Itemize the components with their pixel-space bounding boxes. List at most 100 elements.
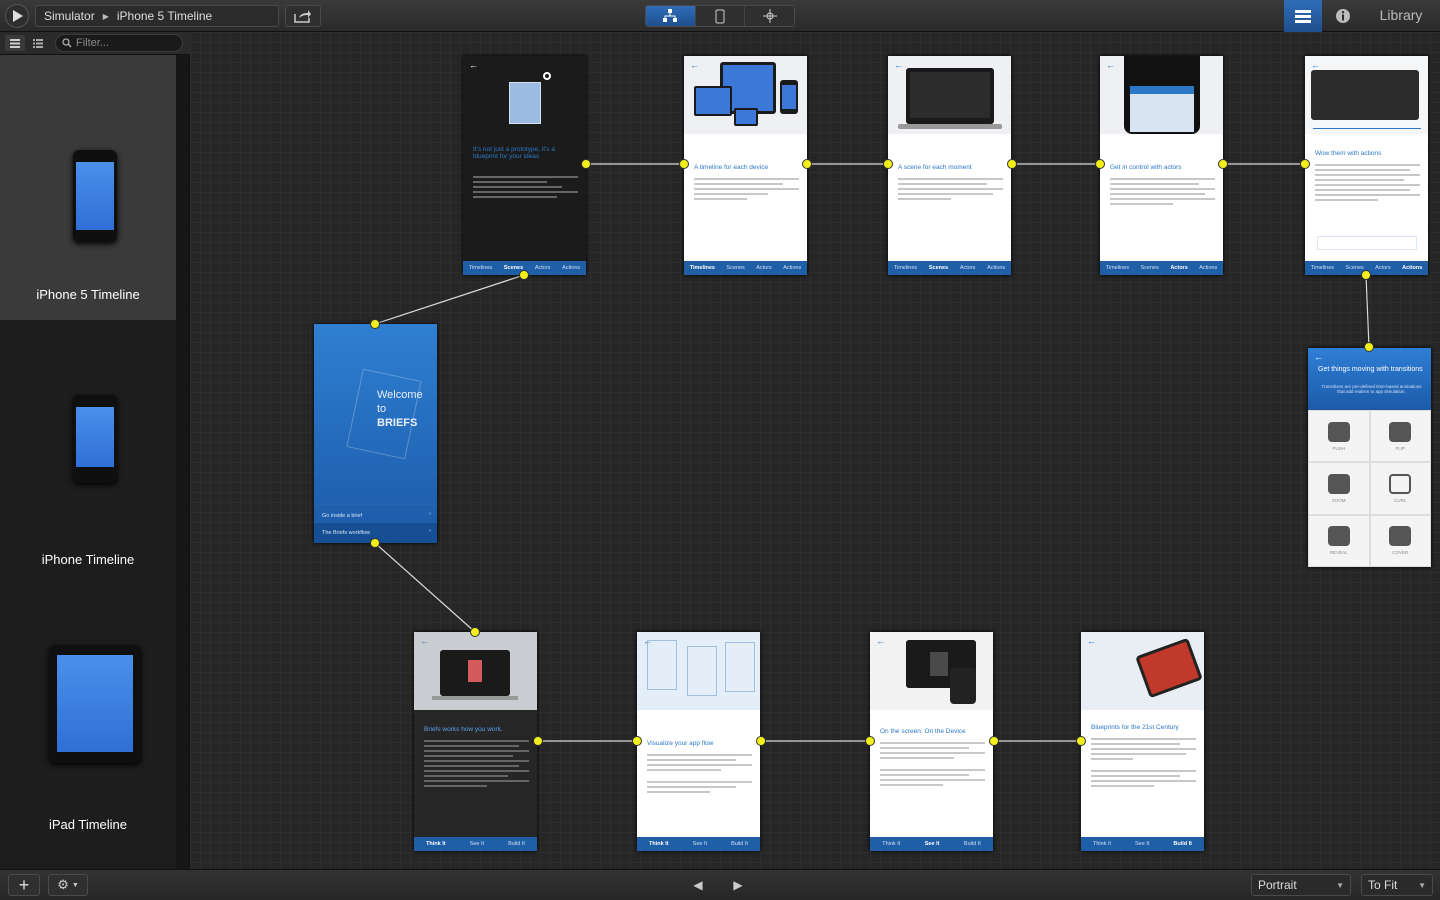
grid-view-button[interactable] xyxy=(5,35,25,51)
connection-handle[interactable] xyxy=(756,736,766,746)
inspector-button[interactable] xyxy=(1284,0,1322,32)
crosshair-icon xyxy=(762,9,777,23)
scene-visualize-flow[interactable]: ← Visualize your app flow Think It See I… xyxy=(637,632,760,851)
scene-blueprint[interactable]: ← It's not just a prototype, it's a blue… xyxy=(463,56,586,275)
tab-timelines: Timelines xyxy=(468,265,493,271)
transition-zoom[interactable]: ZOOM xyxy=(1308,462,1370,515)
scene-transitions[interactable]: ← Get things moving with transitions Tra… xyxy=(1308,348,1431,567)
back-arrow-icon: ← xyxy=(469,60,478,70)
tab-think-it: Think It xyxy=(649,841,669,847)
tab-actors: Actors xyxy=(756,265,772,271)
back-arrow-icon: ← xyxy=(643,636,652,646)
device-view-button[interactable] xyxy=(695,6,746,26)
connection-handle[interactable] xyxy=(533,736,543,746)
scene-on-the-device[interactable]: ← On the screen: On the Device Think It … xyxy=(870,632,993,851)
scene-blueprints-21st-century[interactable]: ← Blueprints for the 21st Century Think … xyxy=(1081,632,1204,851)
connection-handle[interactable] xyxy=(865,736,875,746)
transition-flip[interactable]: FLIP xyxy=(1369,410,1431,463)
tab-build-it: Build It xyxy=(508,841,525,847)
flow-view-button[interactable] xyxy=(646,6,696,26)
connection-handle[interactable] xyxy=(1095,159,1105,169)
connection-handle[interactable] xyxy=(802,159,812,169)
welcome-menu-item-2[interactable]: The Briefs workflow› xyxy=(314,523,437,543)
transitions-title: Get things moving with transitions xyxy=(1318,366,1423,373)
play-simulator-button[interactable] xyxy=(5,4,29,28)
transitions-header: ← Get things moving with transitions Tra… xyxy=(1308,348,1431,410)
scene-actors[interactable]: ← Get in control with actors Timelines S… xyxy=(1100,56,1223,275)
list-view-button[interactable] xyxy=(28,35,48,51)
connection-handle[interactable] xyxy=(1364,342,1374,352)
scene-each-moment[interactable]: ← A scene for each moment Timelines Scen… xyxy=(888,56,1011,275)
timeline-canvas[interactable]: Welcome to BRIEFS Go inside a brief› The… xyxy=(190,32,1440,869)
scene-title: A timeline for each device xyxy=(694,164,769,171)
transition-cover[interactable]: COVER xyxy=(1369,514,1431,567)
transition-reveal[interactable]: REVEAL xyxy=(1308,514,1370,567)
phone-icon xyxy=(715,9,725,23)
welcome-menu-item-1[interactable]: Go inside a brief› xyxy=(314,504,437,523)
tab-build-it: Build It xyxy=(731,841,748,847)
crosshair-view-button[interactable] xyxy=(745,6,794,26)
library-button[interactable]: Library xyxy=(1379,7,1423,23)
chevron-right-icon: › xyxy=(429,528,431,534)
share-button[interactable] xyxy=(285,5,321,27)
previous-scene-button[interactable]: ◀ xyxy=(688,874,708,896)
tab-timelines: Timelines xyxy=(893,265,918,271)
connection-handle[interactable] xyxy=(1218,159,1228,169)
info-button[interactable] xyxy=(1326,0,1360,32)
search-icon xyxy=(62,38,72,48)
transition-curl[interactable]: CURL xyxy=(1369,462,1431,515)
back-arrow-icon: ← xyxy=(1106,60,1115,70)
breadcrumb-timeline[interactable]: iPhone 5 Timeline xyxy=(116,9,213,23)
zoom-value: To Fit xyxy=(1368,878,1398,892)
tab-scenes: Scenes xyxy=(1345,265,1364,271)
tab-think-it: Think It xyxy=(426,841,446,847)
filter-field[interactable] xyxy=(55,34,183,52)
back-arrow-icon: ← xyxy=(1311,60,1320,70)
transition-push[interactable]: PUSH xyxy=(1308,410,1370,463)
sidebar-item-iphone5-timeline[interactable]: iPhone 5 Timeline xyxy=(0,55,176,320)
transition-label: FLIP xyxy=(1395,445,1405,451)
connection-handle[interactable] xyxy=(883,159,893,169)
sidebar-scrollbar[interactable] xyxy=(176,55,189,869)
tab-see-it: See It xyxy=(924,841,940,847)
orientation-select[interactable]: Portrait ▼ xyxy=(1251,874,1351,896)
filter-input[interactable] xyxy=(76,37,176,49)
iphone5-thumbnail xyxy=(73,150,117,242)
connection-handle[interactable] xyxy=(1007,159,1017,169)
bottom-bar: + ⚙▼ ◀ ▶ Portrait ▼ To Fit ▼ xyxy=(0,869,1440,900)
connection-handle[interactable] xyxy=(370,319,380,329)
welcome-line1: Welcome xyxy=(377,389,423,401)
phone-closeup-photo xyxy=(1100,56,1223,134)
connection-handle[interactable] xyxy=(470,627,480,637)
next-scene-button[interactable]: ▶ xyxy=(728,874,748,896)
connection-handle[interactable] xyxy=(632,736,642,746)
add-timeline-button[interactable]: + xyxy=(8,874,40,896)
gallery-link-button[interactable] xyxy=(1317,236,1417,250)
connection-handle[interactable] xyxy=(679,159,689,169)
transition-label: PUSH xyxy=(1332,445,1345,451)
breadcrumb-simulator[interactable]: Simulator xyxy=(44,9,95,23)
caret-down-icon: ▼ xyxy=(1418,880,1426,890)
connection-handle[interactable] xyxy=(989,736,999,746)
scene-timeline-device[interactable]: ← A timeline for each device Timelines S… xyxy=(684,56,807,275)
connection-handle[interactable] xyxy=(370,538,380,548)
breadcrumb[interactable]: Simulator ▶ iPhone 5 Timeline xyxy=(35,5,279,27)
wireframe-sketch xyxy=(637,632,760,710)
settings-menu-button[interactable]: ⚙▼ xyxy=(48,874,88,896)
sidebar-item-iphone-timeline[interactable]: iPhone Timeline xyxy=(0,320,176,585)
scene-works-how-you-work[interactable]: ← Briefs works how you work. Think It Se… xyxy=(414,632,537,851)
sidebar-item-ipad-timeline[interactable]: iPad Timeline xyxy=(0,585,176,850)
connection-handle[interactable] xyxy=(1076,736,1086,746)
sidebar-toolbar xyxy=(0,32,190,55)
tab-build-it: Build It xyxy=(1173,841,1192,847)
connection-handle[interactable] xyxy=(581,159,591,169)
play-icon xyxy=(13,10,23,22)
scene-welcome[interactable]: Welcome to BRIEFS Go inside a brief› The… xyxy=(314,324,437,543)
zoom-select[interactable]: To Fit ▼ xyxy=(1361,874,1433,896)
scene-actions[interactable]: ← Wow them with actions Timelines Scenes… xyxy=(1305,56,1428,275)
laptop-photo xyxy=(888,56,1011,134)
connection-handle[interactable] xyxy=(1361,270,1371,280)
toolbar: Simulator ▶ iPhone 5 Timeline Library xyxy=(0,0,1440,32)
connection-handle[interactable] xyxy=(519,270,529,280)
connection-handle[interactable] xyxy=(1300,159,1310,169)
